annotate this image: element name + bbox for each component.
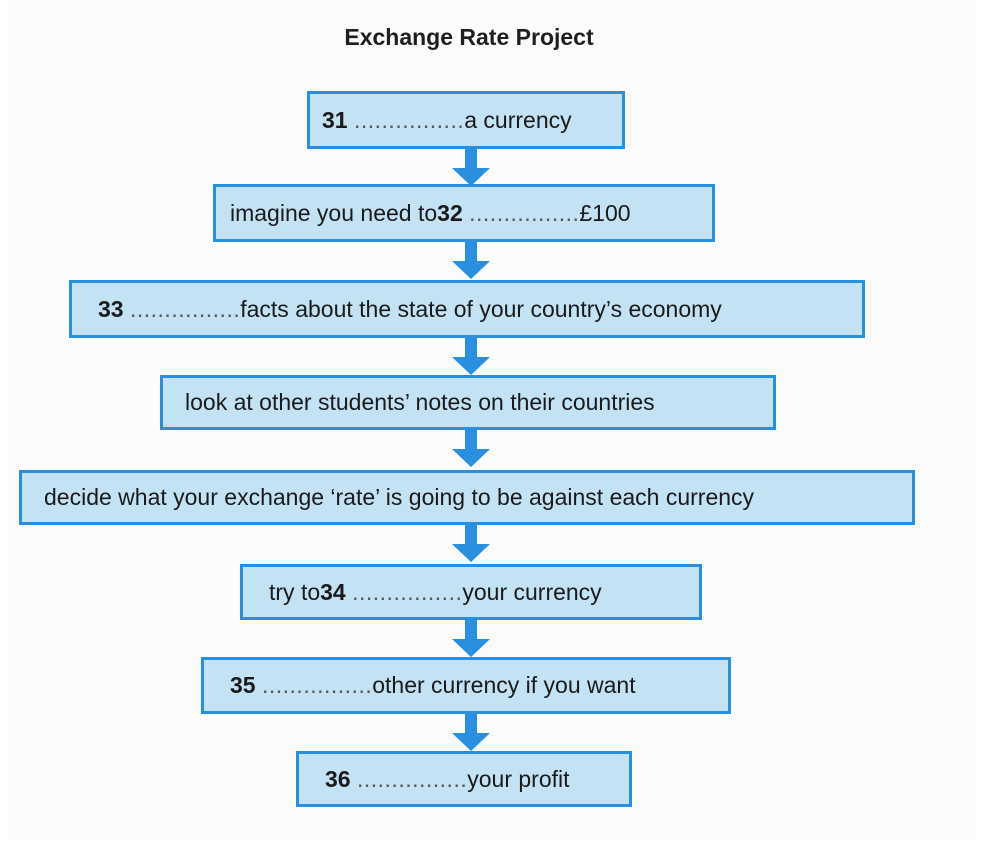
diagram-title: Exchange Rate Project xyxy=(344,24,594,50)
step-text-after: facts about the state of your country’s … xyxy=(240,295,722,322)
step-text-after: a currency xyxy=(464,106,572,133)
flow-step-36: 36 ................ your profit xyxy=(296,751,632,807)
flow-step-35: 35 ................ other currency if yo… xyxy=(201,657,731,714)
answer-blank: ................ xyxy=(353,106,465,133)
flow-step-decide-rate: decide what your exchange ‘rate’ is goin… xyxy=(19,470,915,525)
question-number: 32 xyxy=(437,199,463,226)
question-number: 33 xyxy=(98,295,124,322)
answer-blank: ................ xyxy=(129,295,241,322)
step-text-before: imagine you need to xyxy=(230,199,438,226)
answer-blank: ................ xyxy=(352,578,463,605)
down-arrow-icon xyxy=(452,337,490,375)
step-text: look at other students’ notes on their c… xyxy=(185,389,655,415)
step-text-after: your profit xyxy=(467,765,570,792)
down-arrow-icon xyxy=(452,148,490,186)
step-text-after: your currency xyxy=(462,578,602,605)
answer-blank: ................ xyxy=(261,672,373,698)
flow-step-34: try to 34 ................ your currency xyxy=(240,564,702,620)
step-text-after: £100 xyxy=(579,199,631,226)
step-text-before: try to xyxy=(269,578,321,605)
down-arrow-icon xyxy=(452,619,490,657)
question-number: 31 xyxy=(322,106,348,133)
answer-blank: ................ xyxy=(469,199,580,226)
answer-blank: ................ xyxy=(356,765,468,792)
question-number: 36 xyxy=(325,765,351,792)
down-arrow-icon xyxy=(452,241,490,279)
step-text-after: other currency if you want xyxy=(372,672,636,698)
down-arrow-icon xyxy=(452,713,490,751)
flow-step-32: imagine you need to 32 ................ … xyxy=(213,184,715,242)
flow-step-look-at-notes: look at other students’ notes on their c… xyxy=(160,375,776,430)
question-number: 34 xyxy=(320,578,346,605)
question-number: 35 xyxy=(230,672,256,698)
step-text: decide what your exchange ‘rate’ is goin… xyxy=(44,484,755,510)
flow-step-33: 33 ................ facts about the stat… xyxy=(69,280,865,338)
down-arrow-icon xyxy=(452,429,490,467)
flow-step-31: 31 ................ a currency xyxy=(307,91,625,149)
down-arrow-icon xyxy=(452,524,490,562)
